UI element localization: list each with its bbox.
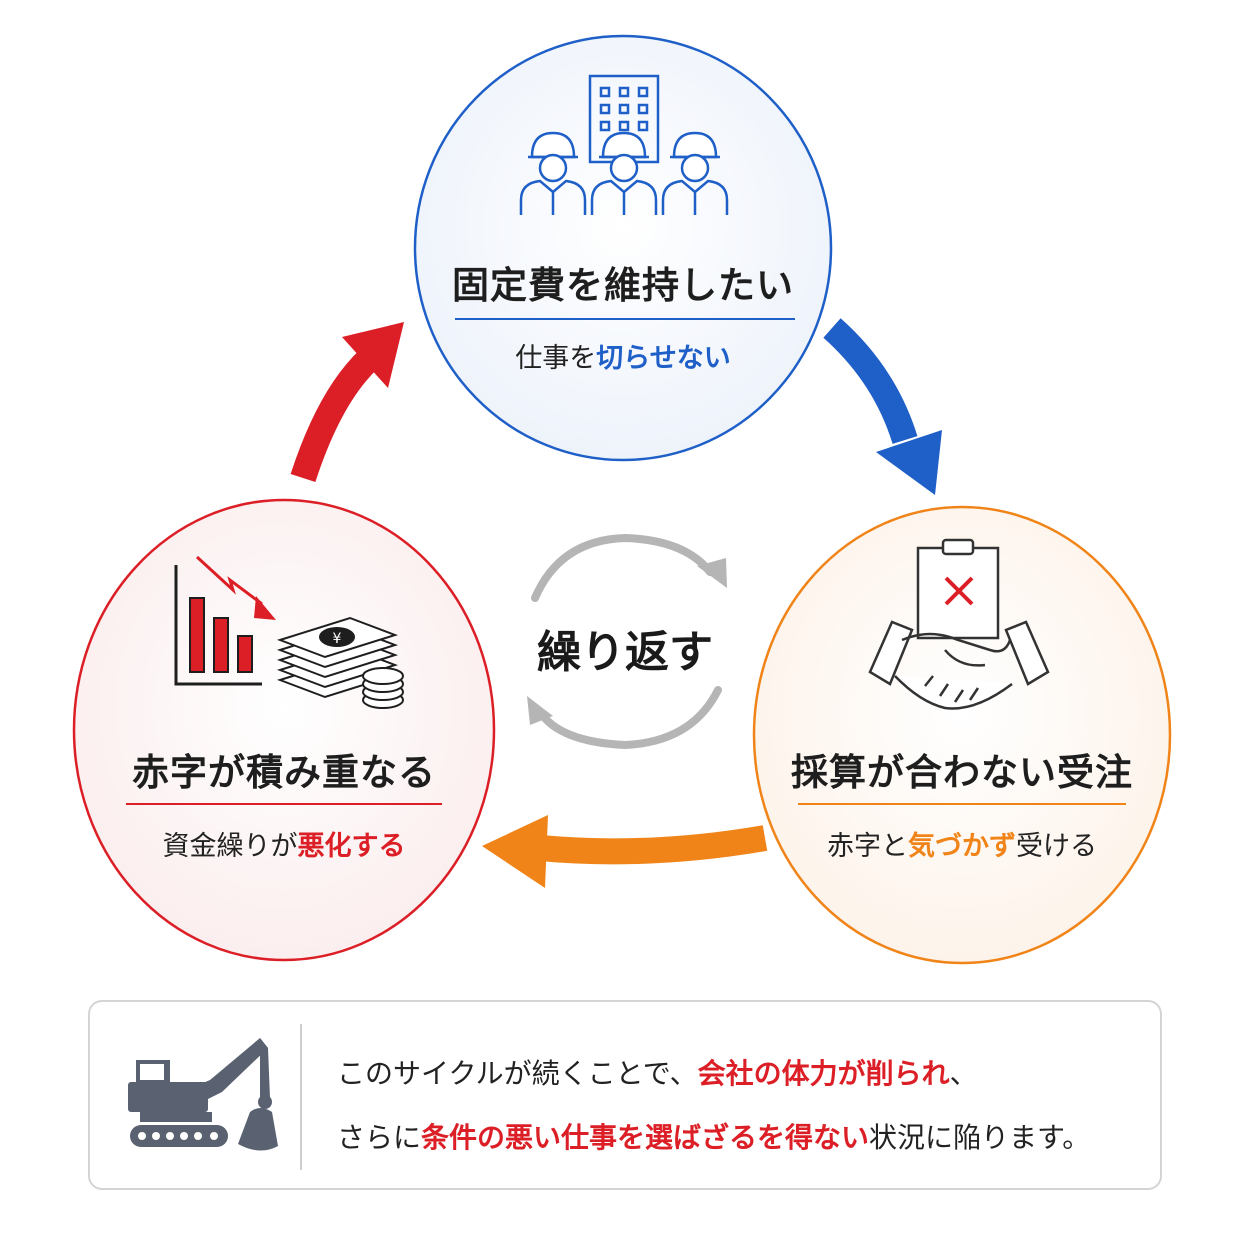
arrow-red (290, 322, 404, 483)
left-node-divider (126, 803, 442, 805)
note-line2-highlight: 条件の悪い仕事を選ばざるを得ない (421, 1121, 870, 1154)
coin-symbol: ¥ (333, 631, 342, 647)
left-node-title: 赤字が積み重なる (132, 751, 436, 794)
note-line-1: このサイクルが続くことで、会社の体力が削られ、 (337, 1052, 978, 1092)
note-line-2: さらに条件の悪い仕事を選ばざるを得ない状況に陥ります。 (337, 1116, 1090, 1156)
summary-note: このサイクルが続くことで、会社の体力が削られ、 さらに条件の悪い仕事を選ばざるを… (88, 1000, 1162, 1190)
cycle-diagram: ¥ (72, 34, 1172, 965)
top-node-subtitle: 仕事を切らせない (423, 336, 823, 375)
construction-workers-building-icon (519, 74, 729, 215)
note-line1-highlight: 会社の体力が削られ (697, 1057, 950, 1090)
cycle-label: 繰り返す (537, 627, 713, 678)
top-circle (413, 34, 833, 462)
left-node-sub-plain: 資金繰りが (162, 831, 298, 862)
declining-chart-money-icon: ¥ (174, 555, 404, 709)
left-node-sub-highlight: 悪化する (297, 831, 406, 862)
right-node-sub-plain2: 受ける (1016, 831, 1097, 862)
excavator-icon (128, 1038, 278, 1151)
right-circle (752, 505, 1172, 965)
top-node-divider (455, 318, 795, 320)
top-node-sub-plain: 仕事を (515, 343, 597, 374)
right-node-title: 採算が合わない受注 (791, 751, 1133, 794)
cycle-arrows-icon (527, 533, 727, 750)
note-line1-plain: このサイクルが続くことで、 (337, 1057, 698, 1090)
right-node-sub-plain1: 赤字と (827, 831, 908, 862)
right-node-subtitle: 赤字と気づかず受ける (762, 824, 1162, 863)
left-circle (72, 498, 496, 962)
note-divider (300, 1024, 302, 1170)
top-node-sub-highlight: 切らせない (596, 343, 731, 374)
note-line1-end: 、 (949, 1057, 978, 1090)
left-node-subtitle: 資金繰りが悪化する (84, 824, 484, 863)
note-line2-plain1: さらに (337, 1121, 422, 1154)
top-node-title: 固定費を維持したい (452, 264, 794, 307)
handshake-rejected-clipboard-icon (868, 538, 1050, 710)
arrow-orange (482, 815, 768, 888)
right-node-sub-highlight: 気づかず (908, 831, 1016, 862)
arrow-blue (823, 318, 942, 495)
note-line2-plain2: 状況に陥ります。 (869, 1121, 1091, 1154)
right-node-divider (798, 803, 1126, 805)
